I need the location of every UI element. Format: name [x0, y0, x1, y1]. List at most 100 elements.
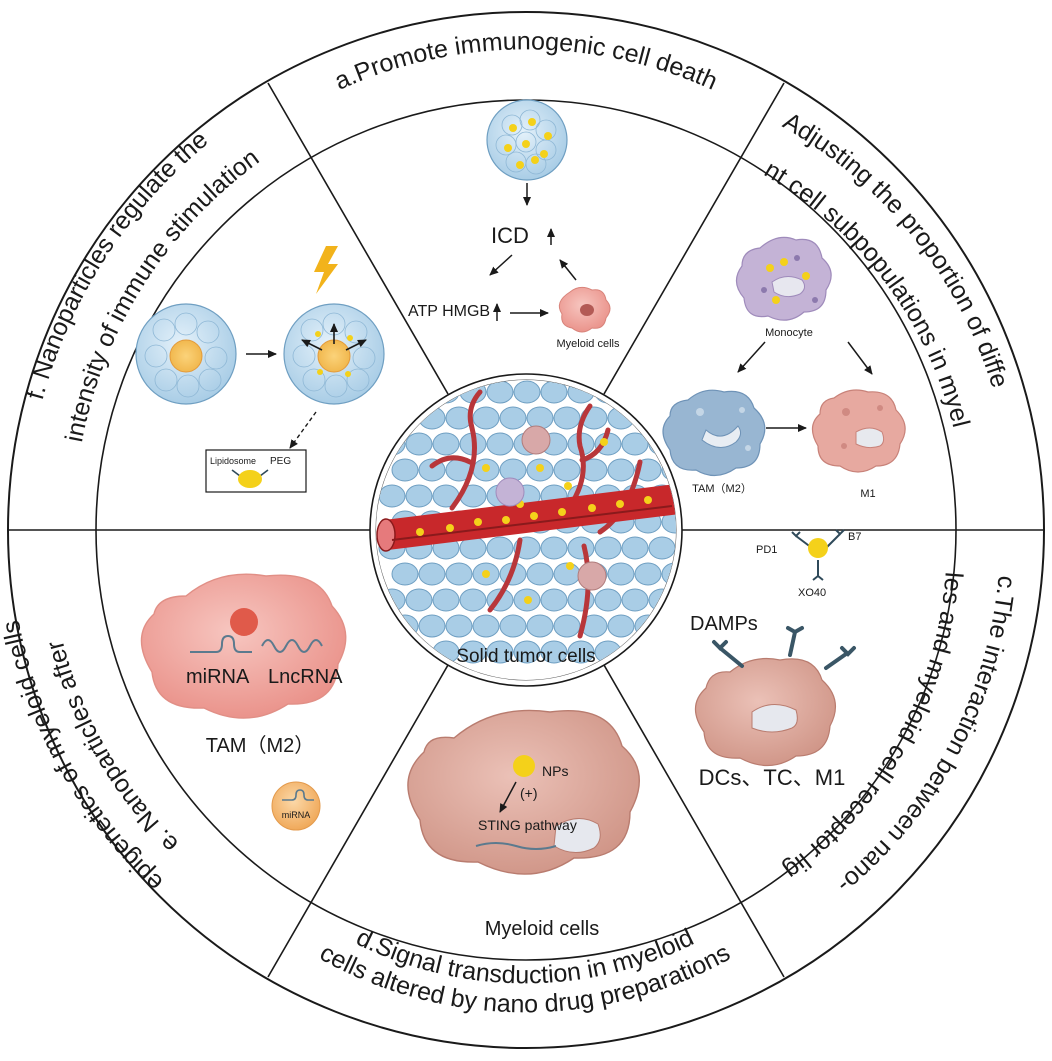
tumor-cell: [607, 614, 635, 638]
lncrna-label: LncRNA: [268, 666, 343, 688]
lightning-icon: [314, 246, 338, 294]
tumor-cell: [391, 458, 419, 482]
lipidosome-icon: [231, 469, 269, 488]
tumor-cell: [526, 614, 554, 638]
tumor-cell: [634, 562, 662, 586]
section-e-content: miRNA LncRNA TAM（M2） miRNA: [140, 573, 347, 831]
sting-pathway-label: STING pathway: [478, 817, 577, 833]
receptor-ligand-icon: [791, 529, 845, 581]
pd1-label: PD1: [756, 544, 777, 556]
arrow-nps-to-sting: [499, 781, 517, 813]
tumor-cell: [472, 614, 500, 638]
tumor-cell: [553, 458, 581, 482]
monocyte-label: Monocyte: [765, 327, 813, 339]
blood-vessel: [376, 484, 676, 552]
section-c-content: PD1 B7 XO40 DAMPs DCs、TC、M1: [690, 529, 861, 790]
tam-m2-e-label: TAM（M2）: [206, 734, 315, 757]
tumor-cell: [607, 458, 635, 482]
tam-m2-b-label: TAM（M2）: [692, 482, 752, 495]
tumor-cell: [432, 588, 460, 612]
tumor-cell: [391, 562, 419, 586]
nanoparticle-d: [513, 755, 535, 777]
peg-label: PEG: [270, 456, 291, 467]
tumor-cell: [499, 406, 527, 430]
tumor-cell: [472, 406, 500, 430]
tumor-cell: [378, 484, 406, 508]
tumor-cell: [486, 536, 514, 560]
mirna-vesicle-label: miRNA: [282, 810, 311, 820]
section-b-content: Monocyte TAM（M2） M1: [662, 236, 906, 500]
icd-label: ICD: [491, 223, 529, 248]
myeloid-cell-a-icon: [558, 286, 611, 333]
tumor-cell: [486, 432, 514, 456]
tumor-cell: [445, 614, 473, 638]
tumor-cell: [513, 380, 541, 404]
tumor-cell: [459, 640, 487, 664]
tumor-cell: [526, 562, 554, 586]
tam-m2-b-icon: [662, 389, 766, 477]
tumor-cell: [553, 614, 581, 638]
tumor-cell: [540, 640, 568, 664]
tumor-cell: [594, 536, 622, 560]
arrow-monocyte-to-tam: [737, 341, 766, 373]
section-d-content: NPs (+) STING pathway Myeloid cells: [407, 709, 640, 940]
tumor-nanoparticles: [482, 438, 608, 604]
sting-strand: [475, 842, 557, 850]
monocyte-icon: [735, 236, 832, 321]
solid-tumor-label: Solid tumor cells: [456, 646, 595, 667]
section-f-content: Lipidosome PEG: [135, 246, 385, 493]
tumor-cell: [648, 536, 676, 560]
dcs-tc-m1-label: DCs、TC、M1: [699, 765, 846, 790]
tumor-cell: [621, 588, 649, 612]
arrow-dashed-lipidosome: [289, 411, 317, 449]
lncrna-strand-e: [261, 639, 323, 653]
mirna-strand-e: [190, 634, 252, 653]
tumor-cell: [607, 562, 635, 586]
xo40-label: XO40: [798, 587, 826, 599]
damps-label: DAMPs: [690, 613, 758, 635]
myeloid-cell-d-icon: [407, 709, 640, 875]
tumor-cell: [513, 640, 541, 664]
tumor-cluster-f-left: [135, 303, 237, 405]
tumor-cell: [418, 614, 446, 638]
tumor-cell: [540, 588, 568, 612]
tumor-cell: [621, 536, 649, 560]
mirna-vesicle-icon: [271, 781, 321, 831]
arrow-monocyte-to-m1: [847, 341, 873, 375]
dc-cell-icon: [694, 657, 837, 767]
tumor-cell: [405, 588, 433, 612]
lipidosome-label: Lipidosome: [210, 456, 256, 466]
arrow-myeloid-to-icd: [559, 259, 577, 281]
nanoparticle-c: [808, 538, 828, 558]
tumor-cell: [499, 458, 527, 482]
tumor-cell: [540, 536, 568, 560]
myeloid-cells-d-label: Myeloid cells: [485, 918, 599, 940]
tumor-cell: [499, 614, 527, 638]
tumor-myeloid-cells: [495, 425, 607, 591]
myeloid-cells-a-label: Myeloid cells: [557, 338, 620, 350]
arrow-icd-to-atp: [489, 254, 513, 276]
section-dividers: [8, 82, 1044, 978]
tumor-cell: [567, 640, 595, 664]
tumor-cell: [459, 588, 487, 612]
tumor-cell: [418, 562, 446, 586]
m1-icon: [811, 389, 906, 473]
tumor-cell: [445, 562, 473, 586]
tumor-cluster-f-right: [283, 303, 385, 405]
tumor-cell: [486, 640, 514, 664]
mirna-label: miRNA: [186, 666, 250, 688]
tumor-cell: [432, 432, 460, 456]
tumor-cell: [526, 406, 554, 430]
m1-label: M1: [860, 488, 875, 500]
tumor-cell: [405, 484, 433, 508]
tumor-cell: [621, 432, 649, 456]
tumor-cell: [553, 406, 581, 430]
plus-label: (+): [520, 785, 538, 801]
dc-receptors: [712, 626, 856, 670]
tumor-cell: [405, 432, 433, 456]
tumor-cell: [486, 380, 514, 404]
b7-label: B7: [848, 531, 861, 543]
atp-hmgb-label: ATP HMGB: [408, 303, 490, 320]
tumor-cluster-a: [486, 99, 568, 181]
